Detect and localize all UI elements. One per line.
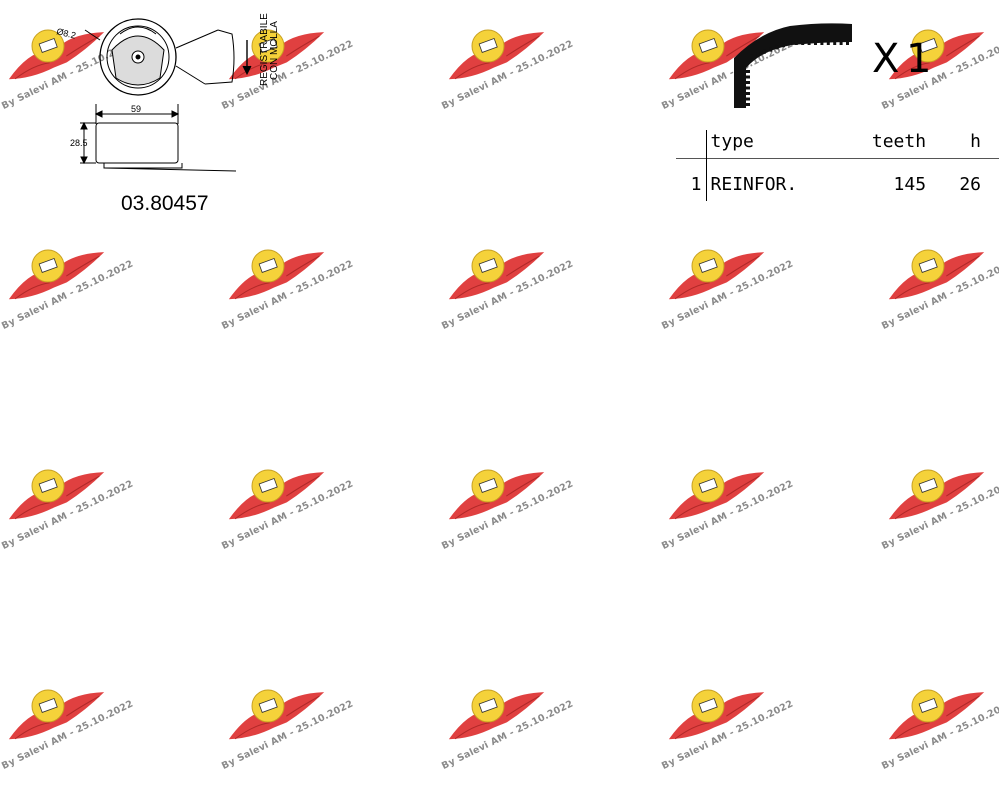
watermark-logo: By Salevi AM - 25.10.2022 (880, 232, 999, 372)
winged-logo-icon (448, 29, 545, 80)
tensioner-side-view (80, 104, 237, 172)
quantity-value: 1 (906, 36, 932, 82)
winged-logo-icon (8, 469, 105, 520)
watermark-logo: By Salevi AM - 25.10.2022 (0, 12, 180, 152)
winged-logo-icon (668, 469, 765, 520)
timing-belt-image (734, 23, 852, 109)
winged-logo-icon (448, 249, 545, 300)
belt-tooth (750, 54, 753, 59)
belt-tooth (775, 45, 779, 50)
watermark-logo: By Salevi AM - 25.10.2022 (880, 12, 999, 152)
winged-logo-icon (228, 469, 325, 520)
tensioner-drawing: Ø8.2 REGISTRABILE CON MOLLA 59 28.5 (56, 13, 280, 172)
table-row: 1 REINFOR. 145 26 (676, 158, 999, 201)
belt-tooth (788, 41, 792, 45)
watermark-logo: By Salevi AM - 25.10.2022 (220, 452, 400, 592)
belt-tooth (746, 81, 750, 84)
header-h: h (970, 130, 981, 152)
watermark-logo: By Salevi AM - 25.10.2022 (0, 232, 180, 372)
header-teeth: teeth (871, 130, 927, 152)
belt-tooth (746, 86, 750, 90)
belt-spec-table: type teeth h 1 REINFOR. 145 26 (676, 130, 999, 201)
diameter-label: Ø8.2 (56, 26, 77, 40)
watermark-logo: By Salevi AM - 25.10.2022 (880, 672, 999, 812)
watermark-logo: By Salevi AM - 25.10.2022 (220, 672, 400, 812)
belt-tooth (782, 43, 785, 48)
belt-tooth (801, 41, 805, 45)
watermark-logo: By Salevi AM - 25.10.2022 (0, 452, 180, 592)
watermark-logo: By Salevi AM - 25.10.2022 (440, 12, 620, 152)
belt-tooth (769, 47, 773, 52)
watermark-logo: By Salevi AM - 25.10.2022 (660, 672, 840, 812)
tensioner-top-view (84, 18, 252, 96)
winged-logo-icon (888, 29, 985, 80)
part-number: 03.80457 (121, 192, 209, 215)
belt-tooth (814, 41, 817, 45)
watermark-logo: By Salevi AM - 25.10.2022 (660, 452, 840, 592)
watermark-logo: By Salevi AM - 25.10.2022 (660, 232, 840, 372)
row-teeth: 145 (893, 173, 927, 195)
belt-tooth (746, 92, 750, 95)
watermark-logo: By Salevi AM - 25.10.2022 (0, 672, 180, 812)
winged-logo-icon (8, 249, 105, 300)
winged-logo-icon (668, 29, 765, 80)
belt-tooth (756, 52, 760, 56)
belt-tooth (746, 70, 750, 73)
belt-tooth (794, 41, 798, 45)
winged-logo-icon (888, 469, 985, 520)
watermark-logo: By Salevi AM - 25.10.2022 (220, 232, 400, 372)
belt-tooth (846, 41, 849, 45)
header-index (676, 130, 706, 159)
watermark-logo: By Salevi AM - 25.10.2022 (880, 452, 999, 592)
watermark-logo: By Salevi AM - 25.10.2022 (660, 12, 840, 152)
watermark-logo: By Salevi AM - 25.10.2022 (440, 452, 620, 592)
belt-tooth (807, 41, 811, 45)
belt-tooth (746, 75, 750, 79)
row-h: 26 (959, 173, 981, 195)
belt-tooth (833, 41, 837, 45)
watermark-logo: By Salevi AM - 25.10.2022 (440, 232, 620, 372)
watermark-logo: By Salevi AM - 25.10.2022 (220, 12, 400, 152)
belt-tooth (826, 41, 830, 45)
belt-tooth (820, 41, 824, 45)
belt-tooth (746, 103, 750, 106)
watermark-logo: By Salevi AM - 25.10.2022 (440, 672, 620, 812)
adjust-note-line2: CON MOLLA (269, 21, 280, 80)
table-header-row: type teeth h (676, 130, 999, 159)
winged-logo-icon (228, 29, 325, 80)
row-type: REINFOR. (705, 158, 830, 201)
belt-tooth (746, 97, 750, 101)
adjust-note-line1: REGISTRABILE (259, 13, 270, 86)
winged-logo-icon (448, 469, 545, 520)
winged-logo-icon (668, 249, 765, 300)
width-label: 59 (131, 104, 141, 114)
winged-logo-icon (888, 249, 985, 300)
header-type: type (705, 130, 830, 159)
belt-teeth (746, 41, 849, 106)
row-index: 1 (690, 173, 702, 195)
winged-logo-icon (8, 29, 105, 80)
belt-tooth (839, 41, 843, 45)
quantity-prefix: X (872, 36, 900, 82)
height-label: 28.5 (70, 138, 88, 148)
winged-logo-icon (228, 249, 325, 300)
belt-tooth (762, 49, 766, 54)
